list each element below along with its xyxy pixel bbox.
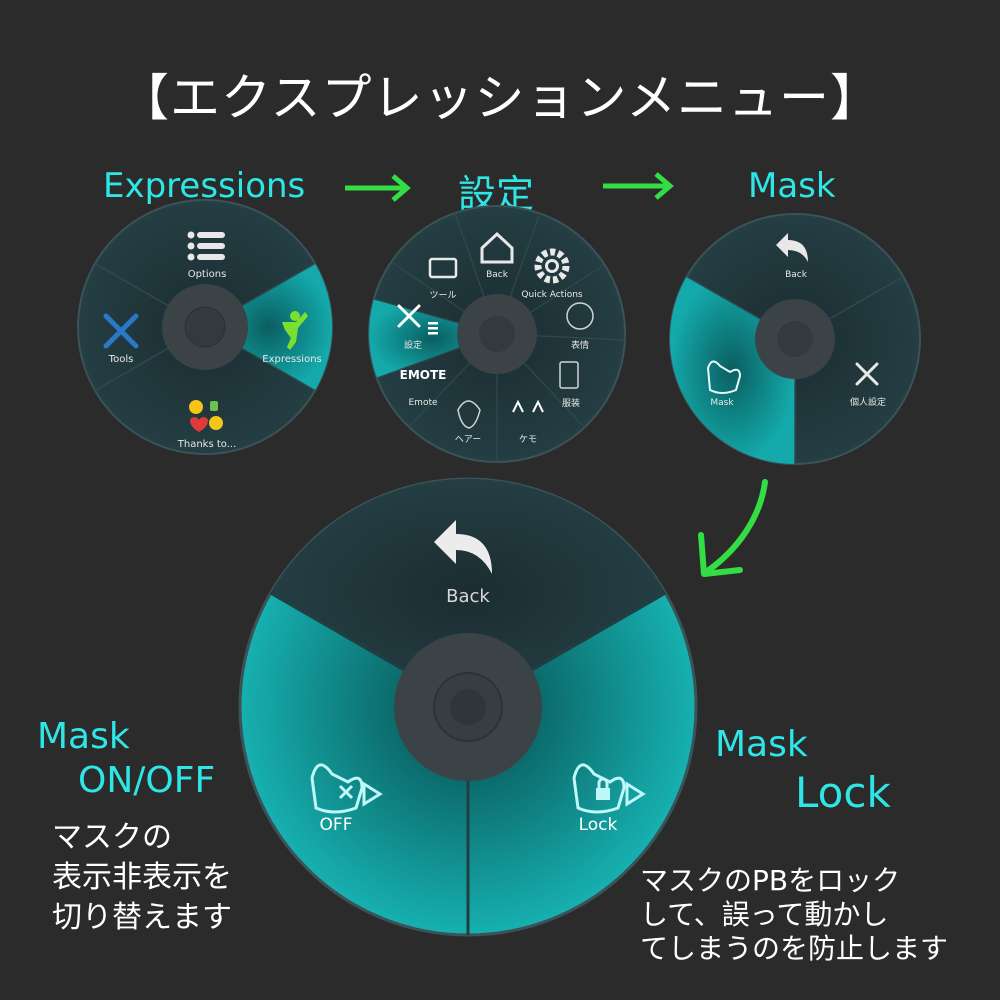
left-note: マスクの 表示非表示を 切り替えます [52,818,232,938]
right-note-line1: マスクのPBをロック [640,864,901,897]
left-note-line1: マスクの [52,820,172,855]
arrow-down [698,479,768,577]
left-mask-label: Mask [37,716,130,757]
house-icon [480,231,514,264]
settings-kemo-label[interactable]: ケモ [519,434,537,445]
left-onoff-label: ON/OFF [78,760,216,801]
personal-tools-icon [855,362,879,386]
ears-icon [512,399,544,413]
big-back-label[interactable]: Back [446,586,490,607]
left-note-line2: 表示非表示を [52,860,232,895]
options-icon [187,231,225,261]
clothes-icon [559,361,579,389]
settings-hair-label[interactable]: ヘアー [455,435,481,445]
mask-back-label[interactable]: Back [785,270,808,280]
toolbox-icon [428,257,458,279]
settings-back-label[interactable]: Back [486,270,509,280]
tools-settings-icon [397,304,421,328]
expressions-icon [282,311,308,350]
arrow-1 [345,174,411,202]
settings-tool-label[interactable]: ツール [429,291,456,301]
hair-icon [457,400,481,429]
mask-icon [706,360,742,394]
right-lock-label: Lock [795,768,891,817]
settings-fukuso-label[interactable]: 服装 [562,397,580,409]
settings-quick-label[interactable]: Quick Actions [521,290,582,300]
root-tools-label[interactable]: Tools [108,354,134,365]
mask-off-icon [310,763,383,814]
big-off-label[interactable]: OFF [320,815,353,835]
page-title: 【エクスプレッションメニュー】 [119,69,881,127]
right-note-line3: てしまうのを防止します [640,932,949,965]
root-options-label[interactable]: Options [188,269,227,280]
mask-mask-label[interactable]: Mask [710,398,734,408]
settings-menu: Back Quick Actions ツール 設定 表情 EMOTE Emote… [368,205,626,463]
settings-settei-label[interactable]: 設定 [404,339,422,351]
big-lock-label[interactable]: Lock [579,815,618,835]
settings-hyojo-label[interactable]: 表情 [571,339,589,351]
root-expressions-label[interactable]: Expressions [262,354,322,365]
thanks-icon [189,400,223,432]
list-icon [428,322,438,335]
root-menu: Options Tools Expressions Thanks to... [77,199,333,455]
gear-icon [534,248,570,284]
right-note: マスクのPBをロック して、誤って動かし てしまうのを防止します [640,864,995,966]
emote-word: EMOTE [400,368,447,382]
root-thanks-label[interactable]: Thanks to... [177,439,237,450]
face-icon [566,302,594,330]
big-back-arrow-icon [434,520,492,574]
step-mask-label: Mask [748,166,836,206]
tools-icon [103,313,139,349]
settings-emote-label[interactable]: Emote [408,398,437,408]
right-note-line2: して、誤って動かし [640,898,889,931]
big-mask-menu: Back OFF Lock [238,477,698,937]
right-mask-label: Mask [715,724,808,765]
mask-menu: Back Mask 個人設定 [669,213,921,465]
left-note-line3: 切り替えます [52,900,232,935]
arrow-2 [603,172,674,200]
mask-lock-icon [572,763,646,814]
mask-kojin-label[interactable]: 個人設定 [850,396,886,408]
back-arrow-icon [776,233,808,262]
